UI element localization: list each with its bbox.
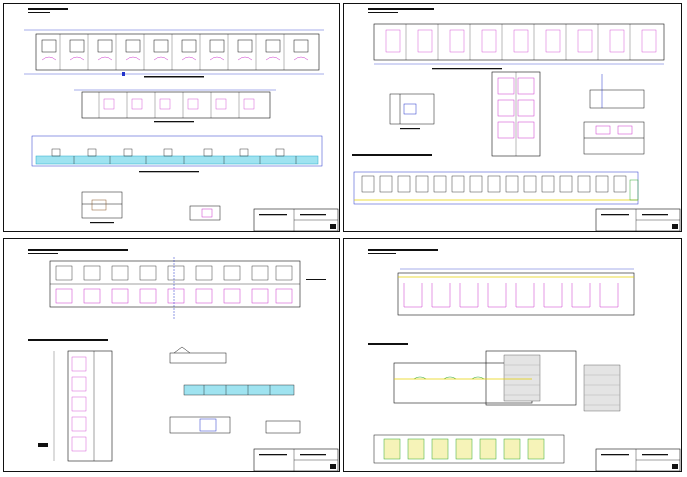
detail-left — [389, 93, 435, 130]
plan-bottom-row — [373, 434, 565, 464]
drawing-sheet-2 — [343, 3, 682, 232]
detail-bottom-right — [265, 420, 301, 434]
title-block-1 — [253, 208, 339, 231]
title-block-4 — [595, 448, 681, 471]
sheet-4-drawing — [368, 249, 681, 471]
floor-plan-middle — [74, 89, 276, 123]
plan-top — [373, 23, 665, 70]
drawing-sheet-3 — [3, 238, 340, 472]
plan-upper — [49, 257, 326, 319]
title-block-2 — [595, 208, 681, 231]
drawing-sheet-4 — [343, 238, 682, 472]
plan-top-rooms — [397, 268, 635, 316]
toilet-block-plan — [491, 71, 541, 157]
title-block-3 — [253, 448, 339, 471]
detail-small-right — [189, 205, 221, 221]
plan-middle-mixed — [368, 343, 621, 412]
sheet-1-heading-bar — [28, 8, 68, 10]
detail-small-left — [81, 191, 123, 224]
sheet-3-drawing — [28, 249, 339, 471]
section-lower — [31, 135, 323, 173]
plan-lower — [352, 154, 639, 205]
plan-vertical — [28, 339, 113, 462]
detail-bottom-left — [169, 416, 231, 434]
sheet-2-drawing — [352, 8, 681, 231]
sheet-1-subheading-bar — [28, 12, 50, 13]
drawing-sheet-1 — [3, 3, 340, 232]
sheet-1-drawing — [24, 8, 339, 231]
detail-right — [583, 74, 645, 155]
detail-elev-small — [169, 346, 227, 364]
elevation-top — [24, 29, 324, 78]
detail-cyan-strip — [183, 384, 295, 396]
